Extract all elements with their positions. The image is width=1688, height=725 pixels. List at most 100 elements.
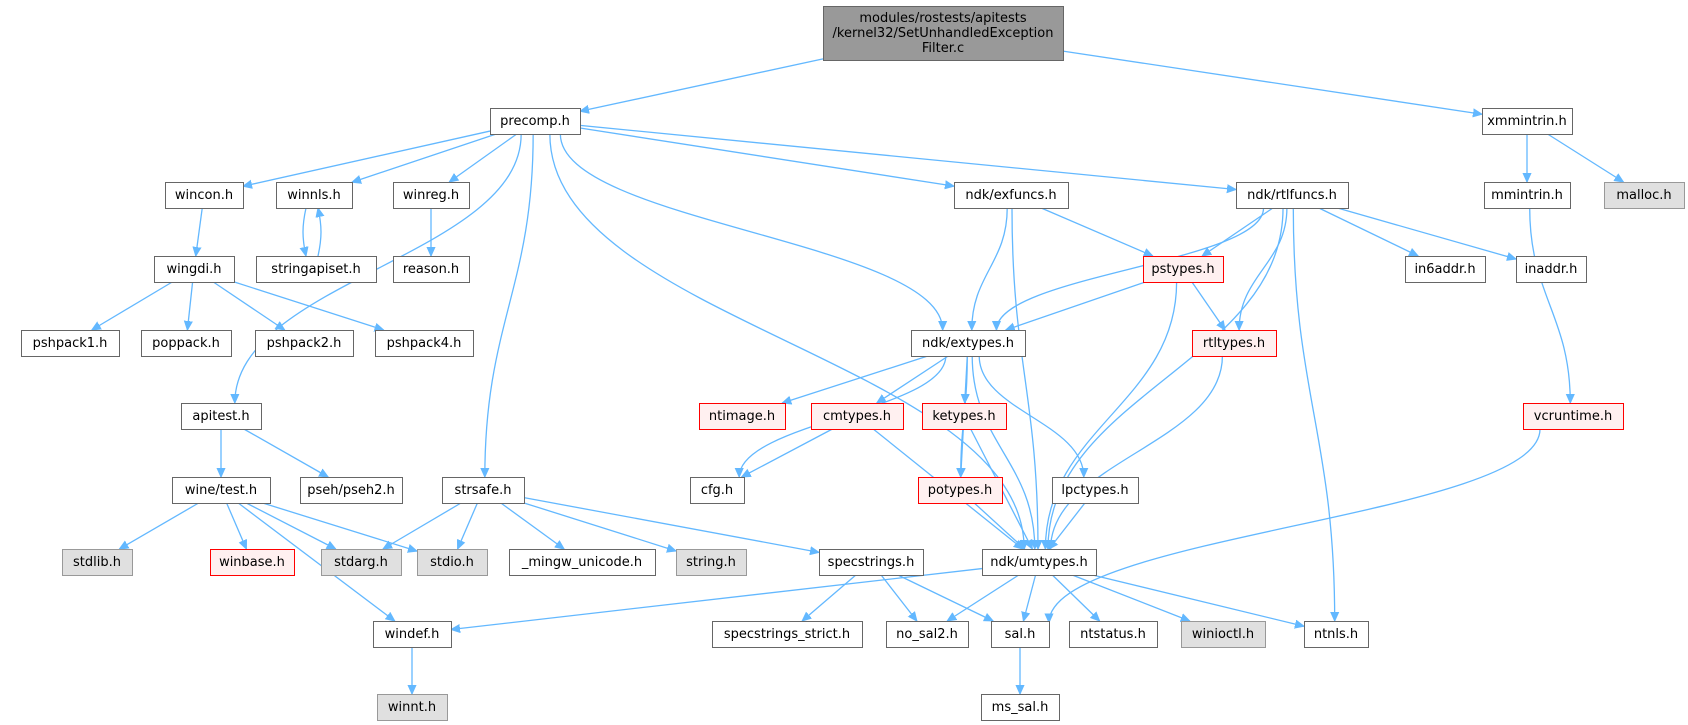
node-sal[interactable]: sal.h bbox=[991, 621, 1050, 648]
node-root[interactable]: modules/rostests/apitests/kernel32/SetUn… bbox=[823, 6, 1064, 61]
edge-vcruntime-to-sal bbox=[1049, 428, 1541, 623]
node-winnls[interactable]: winnls.h bbox=[276, 182, 353, 209]
node-potypes[interactable]: potypes.h bbox=[918, 477, 1003, 504]
node-label-winnls: winnls.h bbox=[287, 188, 340, 203]
node-label-cmtypes: cmtypes.h bbox=[823, 409, 891, 424]
node-exfuncs[interactable]: ndk/exfuncs.h bbox=[954, 182, 1069, 209]
node-label-specstrict: specstrings_strict.h bbox=[724, 627, 850, 642]
node-umtypes[interactable]: ndk/umtypes.h bbox=[982, 549, 1097, 576]
node-ntnls[interactable]: ntnls.h bbox=[1304, 621, 1369, 648]
node-wincon[interactable]: wincon.h bbox=[165, 182, 244, 209]
node-pshpack2[interactable]: pshpack2.h bbox=[255, 330, 354, 357]
node-ntimage[interactable]: ntimage.h bbox=[699, 403, 786, 430]
edge-apitest-to-psehpseh2 bbox=[243, 428, 328, 477]
node-in6addr[interactable]: in6addr.h bbox=[1405, 256, 1486, 283]
node-box-winioctl bbox=[1181, 621, 1266, 648]
node-stdarg[interactable]: stdarg.h bbox=[321, 549, 402, 576]
node-box-vcruntime bbox=[1523, 403, 1624, 430]
node-winbase[interactable]: winbase.h bbox=[210, 549, 295, 576]
node-box-ntnls bbox=[1304, 621, 1369, 648]
node-stringapiset[interactable]: stringapiset.h bbox=[256, 256, 377, 283]
node-pstypes[interactable]: pstypes.h bbox=[1143, 256, 1224, 283]
edge-rtlfuncs-to-in6addr bbox=[1318, 207, 1418, 257]
edge-wincon-to-wingdi bbox=[196, 207, 203, 256]
edge-extypes-to-cmtypes bbox=[877, 355, 949, 403]
edge-winetest-to-stdio bbox=[262, 502, 417, 551]
node-box-in6addr bbox=[1405, 256, 1486, 283]
node-winnt[interactable]: winnt.h bbox=[377, 694, 448, 721]
node-cfg[interactable]: cfg.h bbox=[690, 477, 745, 504]
node-apitest[interactable]: apitest.h bbox=[181, 403, 262, 430]
node-label-xmmintrin: xmmintrin.h bbox=[1487, 114, 1567, 129]
node-box-reason bbox=[393, 256, 470, 283]
node-pshpack4[interactable]: pshpack4.h bbox=[375, 330, 474, 357]
node-extypes[interactable]: ndk/extypes.h bbox=[911, 330, 1026, 357]
node-mingwunicode[interactable]: _mingw_unicode.h bbox=[509, 549, 656, 576]
node-box-specstrings bbox=[819, 549, 924, 576]
node-malloc[interactable]: malloc.h bbox=[1604, 182, 1685, 209]
node-box-exfuncs bbox=[954, 182, 1069, 209]
edge-rtlfuncs-to-rtltypes bbox=[1239, 207, 1288, 330]
node-box-lpctypes bbox=[1052, 477, 1139, 504]
node-ketypes[interactable]: ketypes.h bbox=[922, 403, 1007, 430]
node-ntstatus[interactable]: ntstatus.h bbox=[1069, 621, 1158, 648]
node-label-wingdi: wingdi.h bbox=[167, 262, 222, 277]
node-box-extypes bbox=[911, 330, 1026, 357]
node-label-strsafe: strsafe.h bbox=[455, 483, 512, 498]
node-rtltypes[interactable]: rtltypes.h bbox=[1192, 330, 1277, 357]
node-stdio[interactable]: stdio.h bbox=[417, 549, 488, 576]
node-box-mingwunicode bbox=[509, 549, 656, 576]
node-psehpseh2[interactable]: pseh/pseh2.h bbox=[300, 477, 403, 504]
edge-wingdi-to-poppack bbox=[187, 281, 194, 330]
node-label-ntstatus: ntstatus.h bbox=[1080, 627, 1146, 642]
node-mssal[interactable]: ms_sal.h bbox=[981, 694, 1060, 721]
node-precomp[interactable]: precomp.h bbox=[490, 108, 581, 135]
node-label-malloc: malloc.h bbox=[1616, 188, 1671, 203]
node-box-pshpack4 bbox=[375, 330, 474, 357]
edge-precomp-to-umtypes bbox=[549, 133, 1024, 549]
node-label-winbase: winbase.h bbox=[219, 555, 285, 570]
node-winetest[interactable]: wine/test.h bbox=[172, 477, 271, 504]
edge-extypes-to-umtypes bbox=[971, 355, 1035, 549]
node-windef[interactable]: windef.h bbox=[373, 621, 452, 648]
node-label-winetest: wine/test.h bbox=[185, 483, 257, 498]
node-winioctl[interactable]: winioctl.h bbox=[1181, 621, 1266, 648]
node-strsafe[interactable]: strsafe.h bbox=[442, 477, 525, 504]
node-string[interactable]: string.h bbox=[676, 549, 747, 576]
node-box-rtltypes bbox=[1192, 330, 1277, 357]
node-cmtypes[interactable]: cmtypes.h bbox=[811, 403, 904, 430]
node-box-stdio bbox=[417, 549, 488, 576]
node-inaddr[interactable]: inaddr.h bbox=[1516, 256, 1587, 283]
node-label-cfg: cfg.h bbox=[701, 483, 733, 498]
edge-umtypes-to-ntstatus bbox=[1051, 574, 1099, 621]
node-label-stringapiset: stringapiset.h bbox=[271, 262, 360, 277]
node-vcruntime[interactable]: vcruntime.h bbox=[1523, 403, 1624, 430]
node-box-inaddr bbox=[1516, 256, 1587, 283]
node-reason[interactable]: reason.h bbox=[393, 256, 470, 283]
node-pshpack1[interactable]: pshpack1.h bbox=[21, 330, 120, 357]
node-label-stdlib: stdlib.h bbox=[73, 555, 121, 570]
node-xmmintrin[interactable]: xmmintrin.h bbox=[1482, 108, 1573, 135]
node-label-ntimage: ntimage.h bbox=[709, 409, 775, 424]
node-specstrings[interactable]: specstrings.h bbox=[819, 549, 924, 576]
node-label-pshpack2: pshpack2.h bbox=[267, 336, 342, 351]
edge-wingdi-to-pshpack1 bbox=[92, 281, 173, 330]
node-winreg[interactable]: winreg.h bbox=[393, 182, 470, 209]
edge-rtlfuncs-to-extypes bbox=[996, 207, 1265, 330]
node-label-root: Filter.c bbox=[922, 41, 964, 56]
edge-winnls-to-stringapiset bbox=[303, 207, 306, 256]
node-box-pstypes bbox=[1143, 256, 1224, 283]
node-label-lpctypes: lpctypes.h bbox=[1061, 483, 1128, 498]
node-nosal2[interactable]: no_sal2.h bbox=[886, 621, 969, 648]
edge-precomp-to-apitest bbox=[235, 133, 522, 403]
node-label-exfuncs: ndk/exfuncs.h bbox=[965, 188, 1056, 203]
node-wingdi[interactable]: wingdi.h bbox=[154, 256, 235, 283]
node-mmintrin[interactable]: mmintrin.h bbox=[1484, 182, 1571, 209]
node-poppack[interactable]: poppack.h bbox=[141, 330, 232, 357]
node-stdlib[interactable]: stdlib.h bbox=[62, 549, 133, 576]
node-rtlfuncs[interactable]: ndk/rtlfuncs.h bbox=[1236, 182, 1349, 209]
node-specstrict[interactable]: specstrings_strict.h bbox=[712, 621, 863, 648]
node-lpctypes[interactable]: lpctypes.h bbox=[1052, 477, 1139, 504]
node-box-ketypes bbox=[922, 403, 1007, 430]
